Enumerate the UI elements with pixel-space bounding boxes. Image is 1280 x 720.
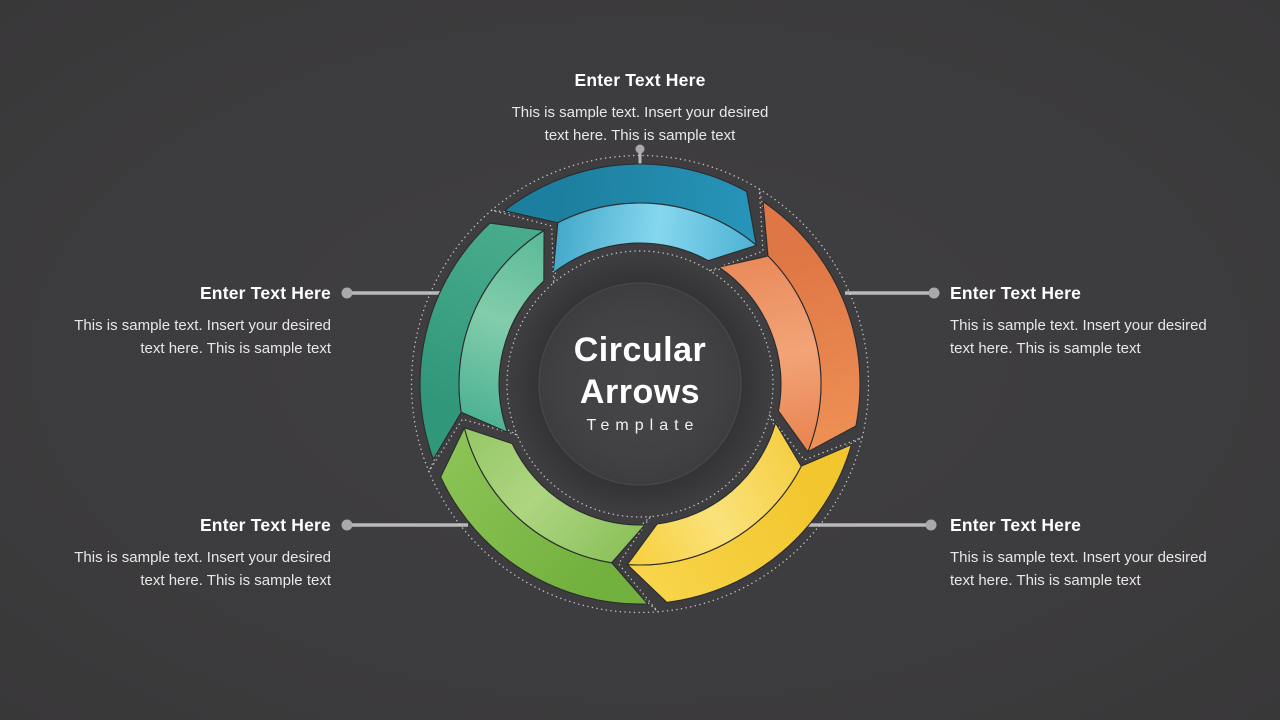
callout-body[interactable]: This is sample text. Insert your desired… [950,546,1280,592]
arrow-right-inner-band[interactable] [718,255,822,453]
center-circle[interactable] [538,282,742,486]
connector-dot-top [635,144,645,154]
callout-title[interactable]: Enter Text Here [199,283,331,303]
arrow-ring [410,154,870,614]
callout-body-line: This is sample text. Insert your desired [74,317,331,334]
callout-body-line: text here. This is sample text [950,572,1141,589]
callout-body-line: text here. This is sample text [140,572,331,589]
arrow-top-inner-band[interactable] [552,202,757,274]
callout-body-line: text here. This is sample text [950,340,1141,357]
callout-body-line: text here. This is sample text [140,340,331,357]
callout-title[interactable]: Enter Text Here [574,70,706,90]
callout-body[interactable]: This is sample text. Insert your desired… [0,314,331,360]
arrow-bottom-left-inner-band[interactable] [463,427,646,564]
callout-right: Enter Text Here This is sample text. Ins… [950,282,1280,360]
arrow-bottom-right-inner-band[interactable] [626,422,802,566]
callout-top: Enter Text Here This is sample text. Ins… [440,69,840,147]
connector-dot-right [928,287,940,299]
center-title-line2[interactable]: Arrows [579,373,701,411]
callout-body[interactable]: This is sample text. Insert your desired… [440,101,840,147]
center-title-line1[interactable]: Circular [573,331,707,369]
callout-body-line: text here. This is sample text [544,127,736,144]
callout-left: Enter Text Here This is sample text. Ins… [0,282,331,360]
callout-title[interactable]: Enter Text Here [950,515,1082,535]
connector-dot-bottom-left [341,519,353,531]
callout-body-line: This is sample text. Insert your desired [511,104,769,121]
callout-body-line: This is sample text. Insert your desired [74,549,331,566]
outline-left-dotted [410,209,555,474]
callout-bottom-left: Enter Text Here This is sample text. Ins… [0,514,331,592]
connector-dots [341,144,940,531]
callout-body[interactable]: This is sample text. Insert your desired… [0,546,331,592]
callout-body[interactable]: This is sample text. Insert your desired… [950,314,1280,360]
callout-title[interactable]: Enter Text Here [950,283,1082,303]
callout-body-line: This is sample text. Insert your desired [950,549,1207,566]
callout-title[interactable]: Enter Text Here [199,515,331,535]
connector-dot-bottom-right [925,519,937,531]
center-text-block[interactable]: Circular Arrows Template [440,329,840,435]
connector-dot-left [341,287,353,299]
callout-bottom-right: Enter Text Here This is sample text. Ins… [950,514,1280,592]
callout-body-line: This is sample text. Insert your desired [950,317,1207,334]
center-subtitle[interactable]: Template [586,417,700,434]
arrow-left-inner-band[interactable] [458,229,545,433]
